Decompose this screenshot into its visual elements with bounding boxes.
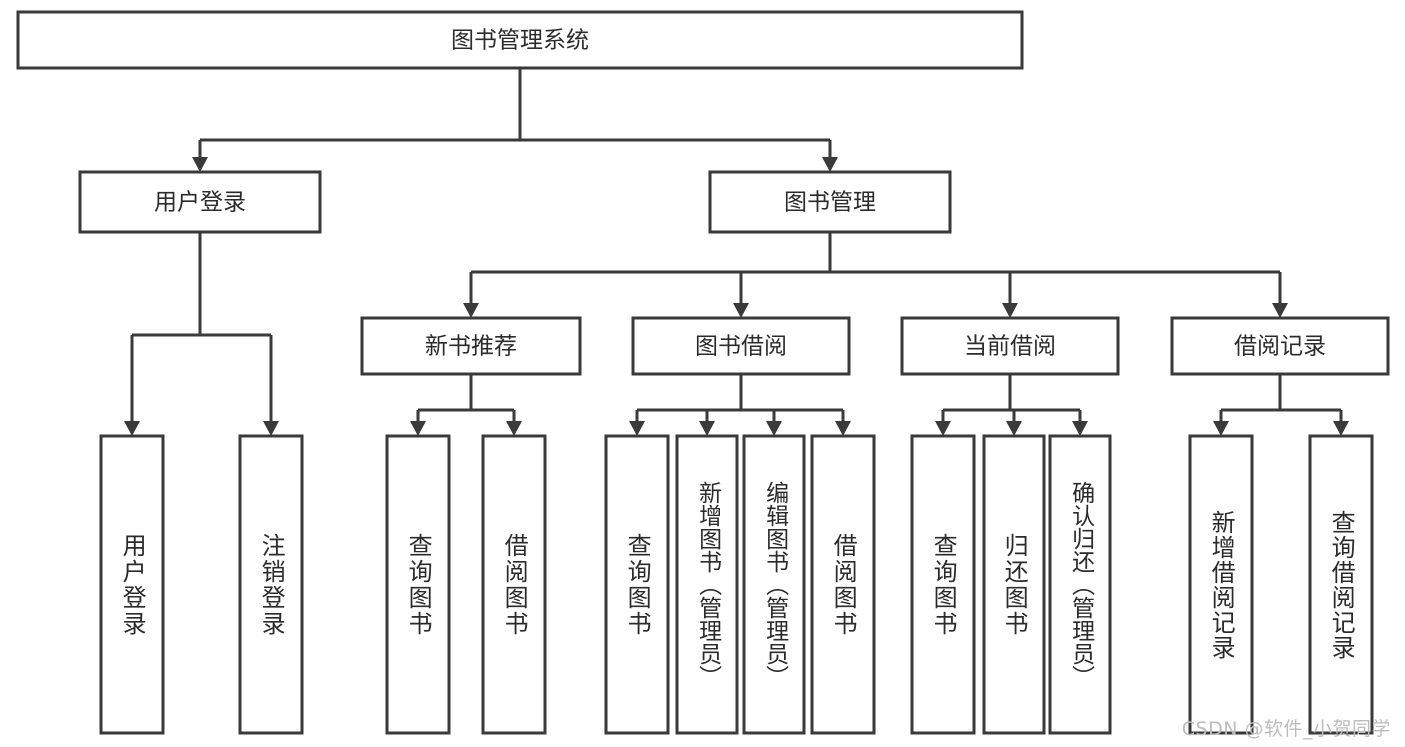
boxes-layer	[16, 10, 1390, 735]
leaf-branch-leaf-query-book-recommend-arrowhead	[410, 421, 426, 436]
node-new-book-recommend[interactable]	[360, 316, 582, 376]
leaf-branch-leaf-query-book-borrow-arrowhead	[629, 421, 645, 436]
leaf-branch-leaf-add-book-admin-arrowhead	[699, 421, 715, 436]
node-book-manage[interactable]	[708, 170, 952, 234]
node-leaf-user-login[interactable]	[99, 434, 165, 735]
node-leaf-edit-book-admin[interactable]	[742, 434, 806, 735]
node-book-borrow[interactable]	[631, 316, 851, 376]
node-leaf-query-borrow-record[interactable]	[1308, 434, 1374, 735]
node-leaf-logout-login[interactable]	[238, 434, 304, 735]
node-borrow-record[interactable]	[1170, 316, 1390, 376]
node-leaf-add-borrow-record[interactable]	[1188, 434, 1254, 735]
node-leaf-query-book-borrow[interactable]	[604, 434, 670, 735]
node-leaf-borrow-book-recommend[interactable]	[481, 434, 547, 735]
level3-branch-borrow-record-arrowhead	[1272, 303, 1288, 318]
leaf-branch-leaf-user-login-arrowhead	[124, 421, 140, 436]
level3-branch-new-book-recommend-arrowhead	[463, 303, 479, 318]
leaf-branch-leaf-confirm-return-admin-arrowhead	[1072, 421, 1088, 436]
connectors-layer	[124, 68, 1349, 436]
node-user-login[interactable]	[78, 170, 322, 234]
leaf-branch-leaf-return-book-arrowhead	[1006, 421, 1022, 436]
leaf-branch-leaf-query-book-current-arrowhead	[935, 421, 951, 436]
leaf-branch-leaf-query-borrow-record-arrowhead	[1333, 421, 1349, 436]
node-current-borrow-label: 当前借阅	[964, 334, 1056, 360]
node-leaf-query-book-recommend[interactable]	[385, 434, 451, 735]
node-user-login-label: 用户登录	[154, 190, 246, 216]
watermark-text: CSDN @软件_小贺同学	[1181, 718, 1391, 740]
leaf-branch-leaf-add-borrow-record-arrowhead	[1213, 421, 1229, 436]
node-new-book-recommend-label: 新书推荐	[425, 334, 517, 360]
node-leaf-confirm-return-admin[interactable]	[1048, 434, 1112, 735]
level2-branch-book-manage-arrowhead	[822, 157, 838, 172]
leaf-branch-leaf-edit-book-admin-arrowhead	[766, 421, 782, 436]
node-book-borrow-label: 图书借阅	[695, 334, 787, 360]
leaf-branch-leaf-borrow-book-recommend-arrowhead	[506, 421, 522, 436]
node-book-manage-label: 图书管理	[784, 190, 876, 216]
leaf-branch-leaf-logout-login-arrowhead	[263, 421, 279, 436]
node-leaf-return-book[interactable]	[982, 434, 1046, 735]
node-current-borrow[interactable]	[900, 316, 1120, 376]
level3-branch-book-borrow-arrowhead	[733, 303, 749, 318]
node-leaf-borrow-book[interactable]	[810, 434, 876, 735]
node-root-root[interactable]	[16, 10, 1024, 70]
leaf-branch-leaf-borrow-book-arrowhead	[835, 421, 851, 436]
level3-branch-current-borrow-arrowhead	[1002, 303, 1018, 318]
node-leaf-add-book-admin[interactable]	[675, 434, 739, 735]
level2-branch-user-login-arrowhead	[192, 157, 208, 172]
node-root-label: 图书管理系统	[451, 28, 589, 54]
node-leaf-query-book-current[interactable]	[910, 434, 976, 735]
node-borrow-record-label: 借阅记录	[1234, 334, 1326, 360]
